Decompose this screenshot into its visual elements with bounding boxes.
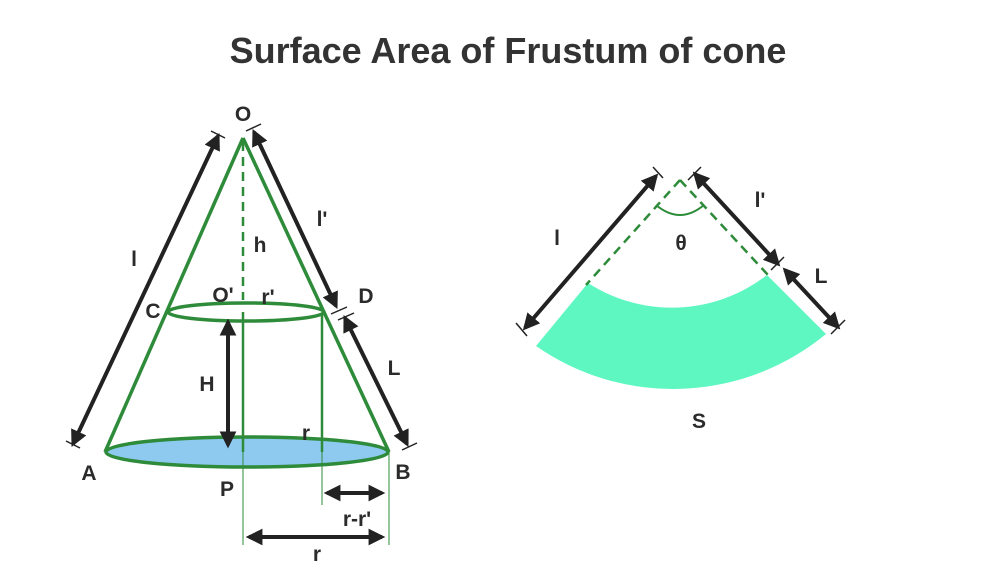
total-slant-tick-bottom (65, 440, 81, 449)
sector-label-small-slant: l' (755, 189, 766, 212)
label-point-a: A (81, 462, 96, 485)
small-slant-tick-top (245, 123, 262, 132)
total-slant-tick-top (210, 130, 226, 139)
sector-left-dashed-radius (585, 179, 681, 286)
sector-label-total-slant: l (554, 227, 560, 250)
top-ellipse (166, 301, 326, 323)
label-small-height: h (254, 234, 267, 257)
frustum-slant-arrow (343, 314, 409, 448)
frustum-slant-tick-bottom (401, 442, 418, 451)
label-total-slant: l (131, 248, 137, 271)
label-top-center: O' (212, 284, 233, 307)
label-point-b: B (395, 461, 410, 484)
sector-frustum-slant-arrow (782, 267, 841, 330)
sector-total-slant-tick-top (652, 166, 664, 179)
sector-total-slant-tick-bottom (515, 322, 528, 337)
total-slant-arrow (71, 132, 220, 448)
label-base-radius-inner: r (302, 422, 310, 445)
label-frustum-height: H (199, 373, 214, 396)
sector-label-angle: θ (675, 232, 686, 255)
label-point-d: D (358, 285, 373, 308)
sector-small-slant-tick-bottom (770, 256, 785, 271)
angle-arc (655, 204, 705, 216)
sector-label-frustum-slant: L (815, 265, 828, 288)
sector-small-slant-tick-top (687, 166, 702, 181)
label-base-radius: r (313, 543, 321, 566)
label-point-p: P (220, 478, 234, 501)
diagram-title: Surface Area of Frustum of cone (230, 30, 787, 71)
label-radius-difference: r-r' (343, 508, 371, 531)
frustum-sector-shape (536, 275, 826, 390)
base-ellipse (104, 435, 390, 469)
label-point-c: C (145, 300, 160, 323)
frustum-slant-tick-top (337, 312, 355, 321)
sector-label-arc: S (692, 410, 706, 433)
cone-figure: O O' C D A B P h H l' L l r' r r-r' r (65, 103, 418, 566)
sector-total-slant-arrow (522, 173, 659, 331)
small-slant-tick-bottom (330, 306, 348, 315)
label-small-slant: l' (317, 208, 328, 231)
sector-small-slant-arrow (692, 171, 781, 267)
sector-figure: l l' L θ S (515, 166, 846, 433)
sector-frustum-slant-tick-bottom (830, 319, 846, 335)
label-apex-o: O (235, 103, 251, 126)
small-slant-arrow (252, 128, 338, 310)
label-top-radius: r' (261, 286, 274, 309)
label-frustum-slant: L (388, 357, 401, 380)
